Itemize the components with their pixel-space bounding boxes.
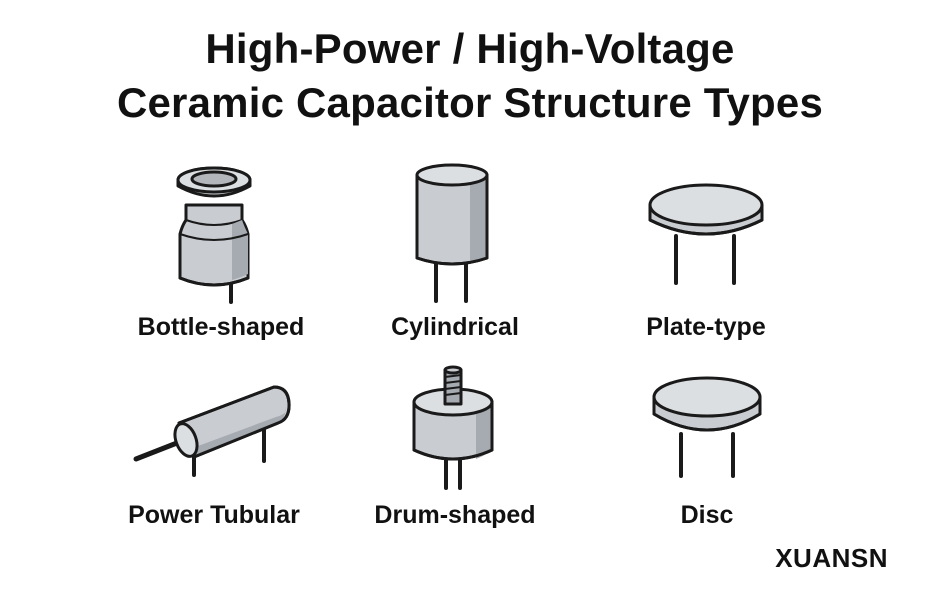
disc-capacitor-icon	[557, 372, 857, 482]
label-plate-type: Plate-type	[646, 313, 766, 341]
label-cylindrical: Cylindrical	[391, 313, 519, 341]
label-bottle-shaped: Bottle-shaped	[137, 313, 305, 341]
plate-capacitor-icon	[556, 160, 856, 305]
label-drum-shaped: Drum-shaped	[374, 501, 536, 529]
cylindrical-capacitor-icon	[304, 160, 604, 305]
brand-logo: XUANSN	[775, 543, 888, 573]
drum-capacitor-icon	[304, 362, 604, 492]
tubular-capacitor-icon	[64, 375, 364, 485]
bottle-capacitor-icon	[64, 160, 364, 305]
label-power-tubular: Power Tubular	[128, 501, 300, 529]
label-disc: Disc	[680, 501, 734, 529]
title-line-1: High-Power / High-Voltage	[205, 25, 735, 72]
page-title: High-Power / High-Voltage Ceramic Capaci…	[0, 22, 940, 130]
title-line-2: Ceramic Capacitor Structure Types	[116, 79, 824, 126]
